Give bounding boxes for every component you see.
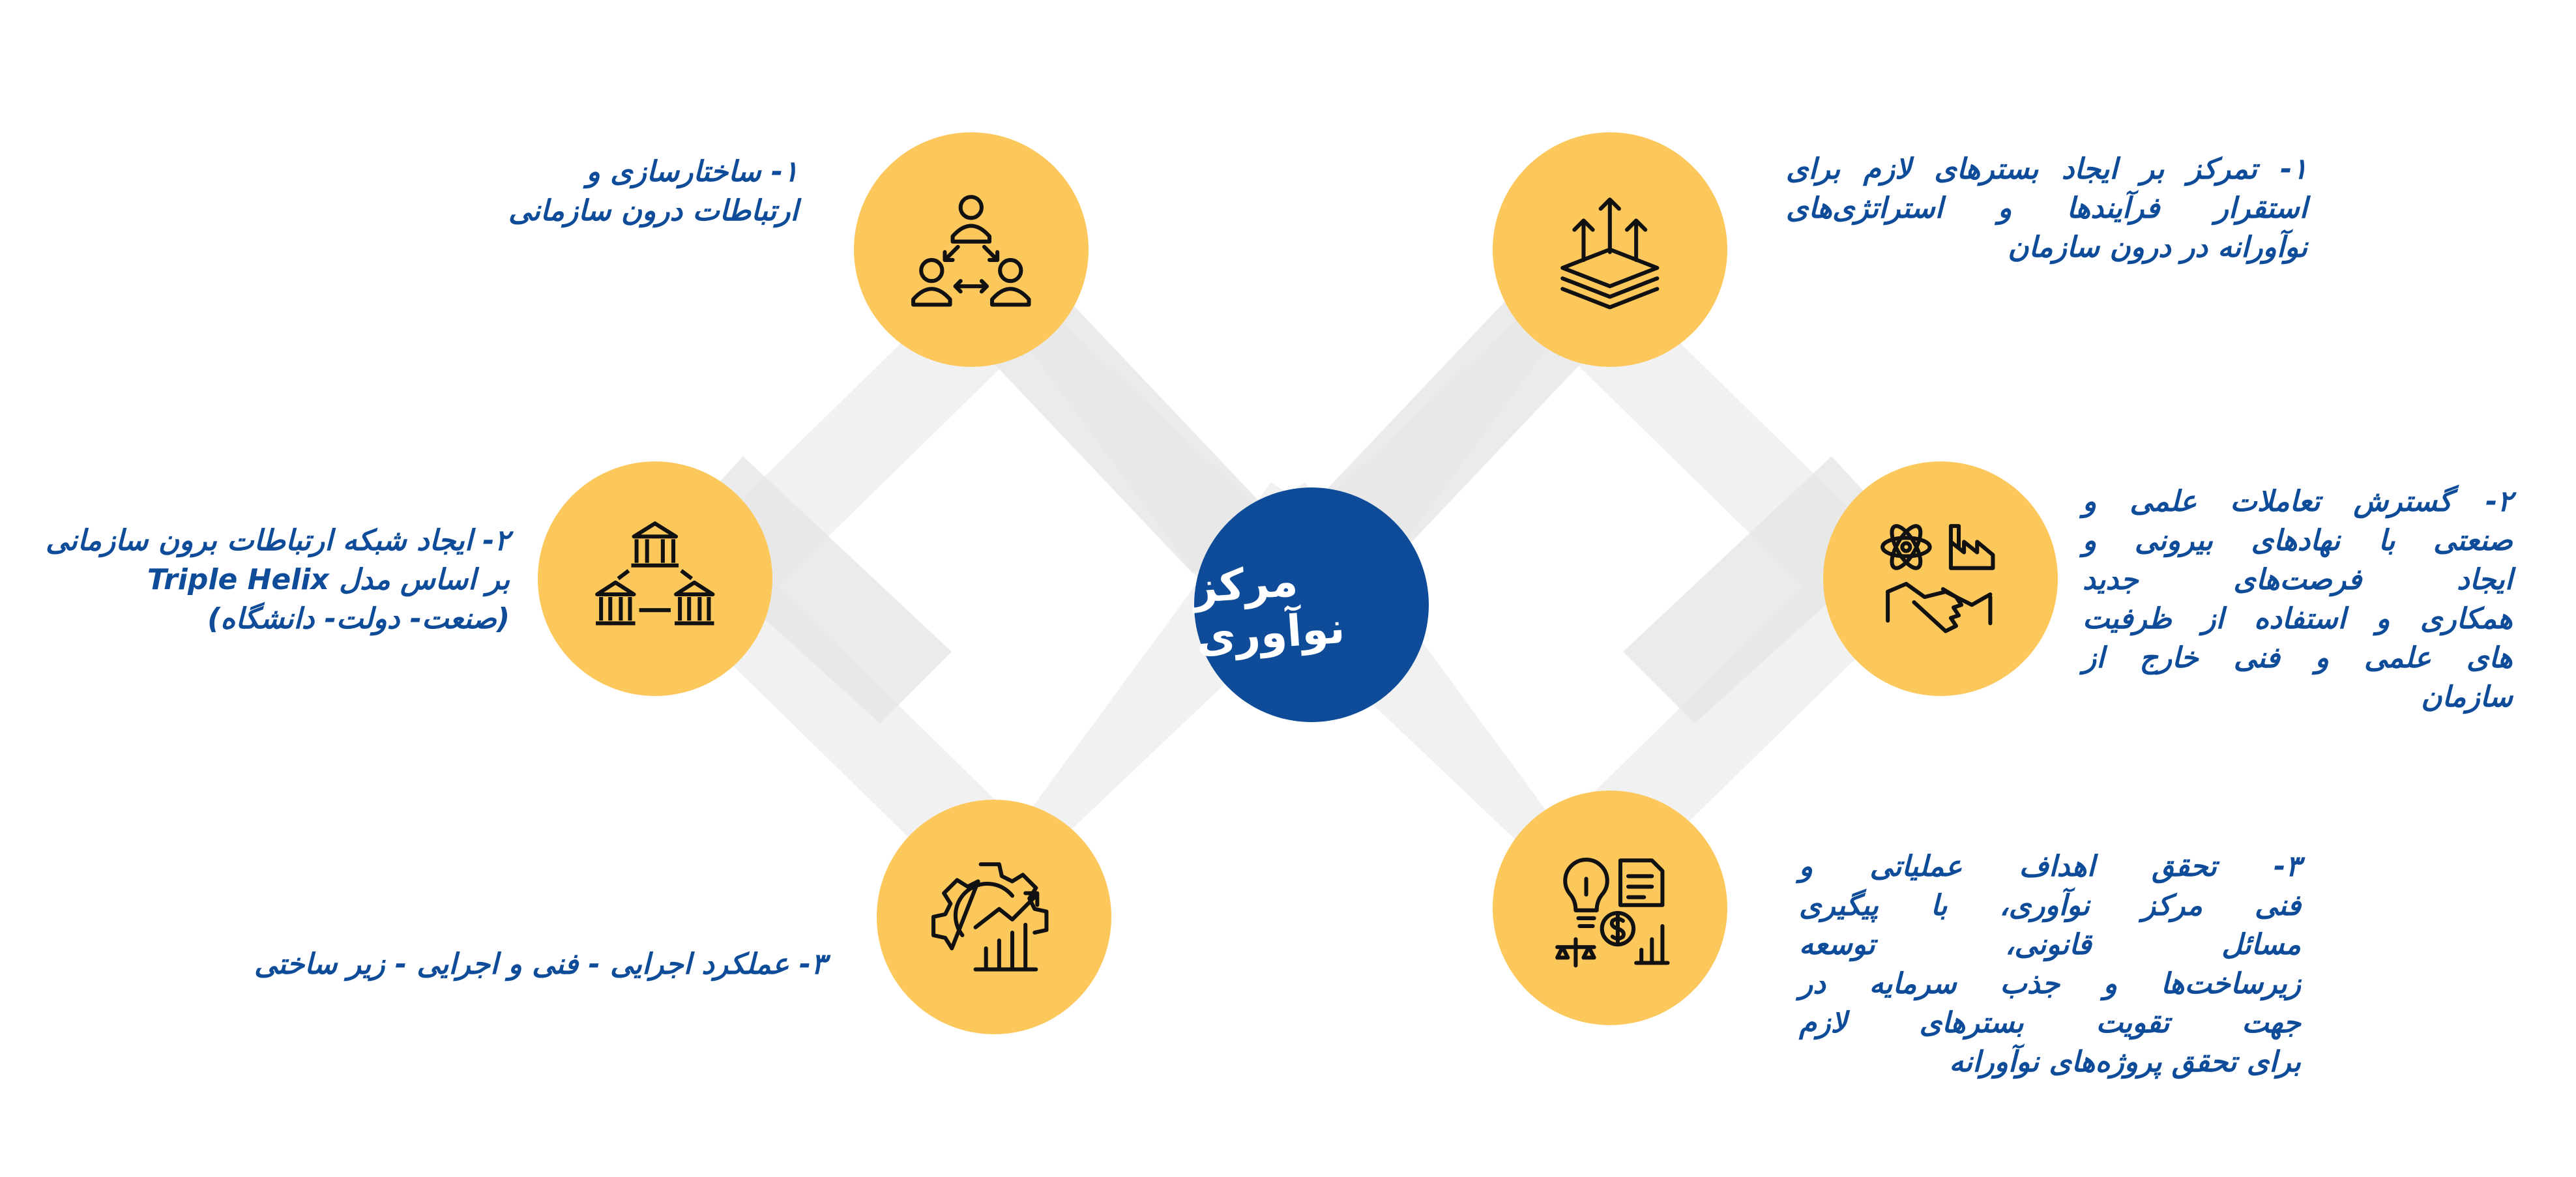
center-title: مرکز نوآوری (1191, 555, 1347, 663)
label-left-1: ۱- ساختارسازی و ارتباطات درون سازمانی (508, 153, 798, 231)
label-line: ۳- تحقق اهداف عملیاتی و (1799, 850, 2301, 883)
idea-finance-icon (1555, 858, 1670, 968)
label-right-2: ۲- گسترش تعاملات علمی و صنعتی با نهادهای… (2083, 482, 2513, 717)
node-external-network (538, 461, 772, 696)
institution-network-icon (595, 521, 715, 626)
label-line: همکاری و استفاده از ظرفیت (2083, 602, 2513, 635)
label-line: ۱- تمرکز بر ایجاد بسترهای لازم برای (1786, 153, 2307, 186)
people-network-icon (911, 195, 1031, 307)
label-line: استقرار فرآیندها و استراتژی‌های (1786, 192, 2307, 225)
node-scientific-industrial (1823, 461, 2058, 696)
node-operational-goals (1493, 791, 1727, 1025)
label-line: زیرساخت‌ها و جذب سرمایه در (1799, 967, 2301, 1000)
label-line: برای تحقق پروژه‌های نوآورانه (1949, 1045, 2301, 1079)
label-line: ۱- ساختارسازی و (586, 155, 798, 188)
label-line: نوآورانه در درون سازمان (2008, 231, 2307, 264)
label-left-2: ۲- ایجاد شبکه ارتباطات برون سازمانی بر ا… (46, 521, 510, 639)
label-line: جهت تقویت بسترهای لازم (1799, 1006, 2301, 1039)
label-line: فنی مرکز نوآوری، با پیگیری (1799, 889, 2301, 922)
node-internal-structure (854, 132, 1089, 367)
label-right-3: ۳- تحقق اهداف عملیاتی و فنی مرکز نوآوری،… (1799, 847, 2301, 1082)
label-line: ارتباطات درون سازمانی (508, 194, 798, 227)
label-line: ۳- عملکرد اجرایی - فنی و اجرایی - زیر سا… (254, 948, 827, 981)
label-right-1: ۱- تمرکز بر ایجاد بسترهای لازم برای استق… (1786, 150, 2307, 267)
label-left-3: ۳- عملکرد اجرایی - فنی و اجرایی - زیر سا… (254, 945, 827, 984)
label-line: ۲- گسترش تعاملات علمی و (2083, 485, 2513, 518)
label-line: ایجاد فرصت‌های جدید (2083, 563, 2513, 596)
node-operational-performance (877, 800, 1111, 1034)
label-line: بر اساس مدل Triple Helix (147, 563, 510, 596)
layers-arrows-up-icon (1560, 197, 1660, 310)
label-line: مسائل قانونی، توسعه (1799, 928, 2301, 961)
science-handshake-factory-icon (1881, 524, 1995, 633)
label-line: صنعتی با نهادهای بیرونی و (2083, 524, 2513, 557)
label-line: های علمی و فنی خارج از (2083, 641, 2513, 675)
gear-growth-chart-icon (931, 862, 1049, 972)
label-line: سازمان (2421, 680, 2513, 714)
node-innovation-focus (1493, 132, 1727, 367)
label-line: (صنعت- دولت- دانشگاه) (207, 602, 510, 635)
label-line: ۲- ایجاد شبکه ارتباطات برون سازمانی (46, 524, 510, 557)
center-node: مرکز نوآوری (1191, 487, 1429, 722)
